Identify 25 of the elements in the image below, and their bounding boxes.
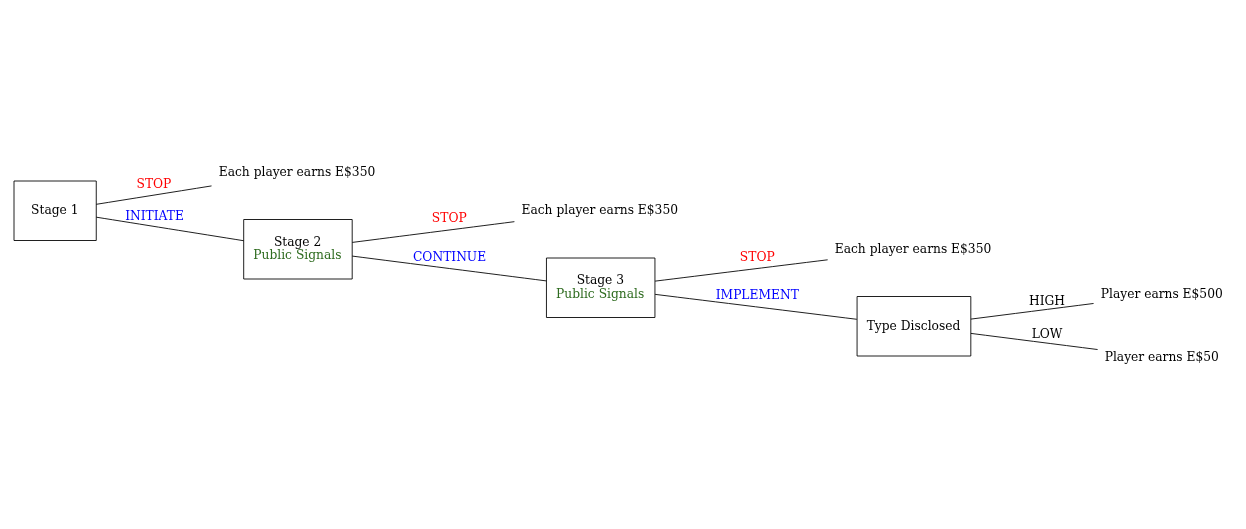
edge-label: INITIATE xyxy=(125,208,184,223)
node-box: Type Disclosed xyxy=(856,295,972,356)
connector xyxy=(95,184,212,205)
node-text: Each player earns E$350 xyxy=(834,240,992,255)
node-text: Each player earns E$350 xyxy=(218,163,376,178)
edge-label: CONTINUE xyxy=(413,249,487,264)
node-text: Player earns E$50 xyxy=(1104,349,1219,364)
connector xyxy=(351,255,547,281)
node-box: Stage 3 Public Signals xyxy=(546,257,656,318)
connector xyxy=(654,258,829,282)
connector xyxy=(95,216,245,241)
connector xyxy=(654,293,858,320)
edge-label: HIGH xyxy=(1029,293,1065,308)
node-box: Stage 1 xyxy=(13,180,97,241)
node-box: Stage 2 Public Signals xyxy=(243,218,353,279)
connector xyxy=(351,220,515,243)
edge-label: LOW xyxy=(1031,326,1063,341)
edge-label: STOP xyxy=(136,176,172,191)
connector xyxy=(970,302,1094,320)
edge-label: IMPLEMENT xyxy=(715,287,799,302)
edge-label: STOP xyxy=(739,249,775,264)
node-text: Each player earns E$350 xyxy=(521,202,678,217)
edge-label: STOP xyxy=(431,210,467,225)
connector xyxy=(970,332,1099,350)
node-text: Player earns E$500 xyxy=(1100,286,1223,301)
